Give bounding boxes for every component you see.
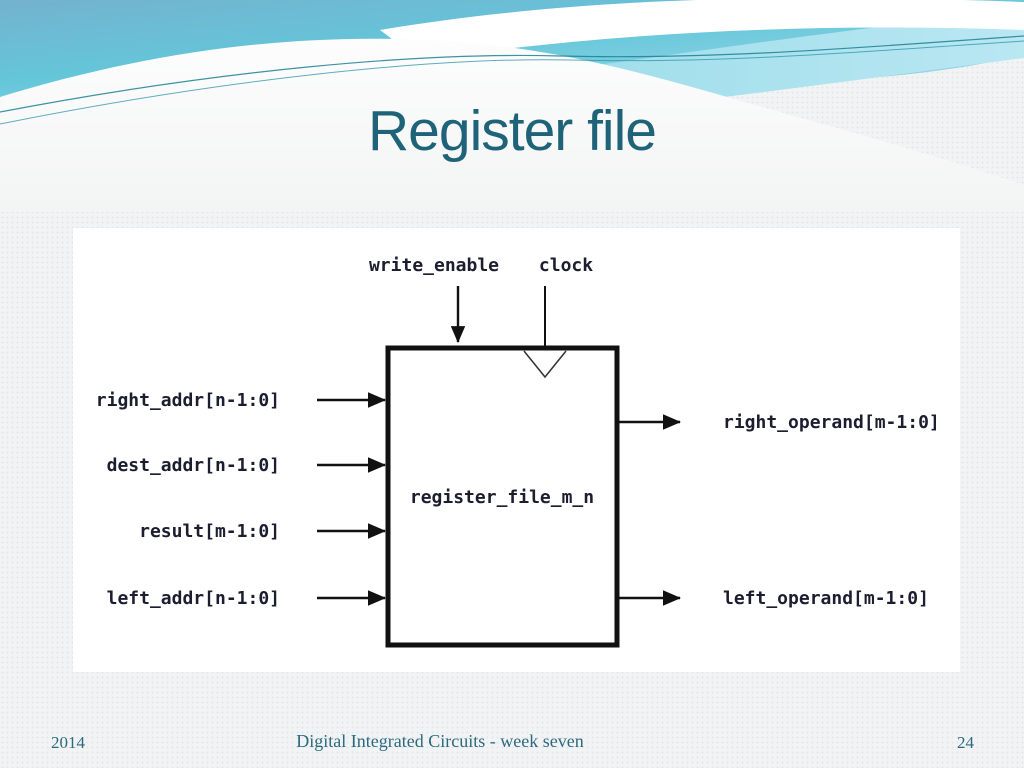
label-left-addr: left_addr[n-1:0]: [107, 588, 280, 609]
diagram-panel: write_enable clock right_addr[n-1:0] des…: [73, 228, 960, 672]
wave-white-stripe: [380, 0, 1024, 60]
footer-year: 2014: [51, 733, 85, 752]
footer-course-title: Digital Integrated Circuits - week seven: [296, 731, 584, 751]
label-right-addr: right_addr[n-1:0]: [96, 390, 280, 411]
label-right-operand: right_operand[m-1:0]: [723, 412, 940, 433]
label-left-operand: left_operand[m-1:0]: [723, 588, 929, 609]
clock-edge-triangle-icon: [523, 350, 567, 379]
register-file-diagram: write_enable clock right_addr[n-1:0] des…: [96, 255, 940, 648]
header-wave-decoration: [0, 0, 1024, 212]
wave-thin-line-2: [0, 40, 1024, 125]
label-dest-addr: dest_addr[n-1:0]: [107, 455, 280, 476]
label-clock: clock: [539, 255, 593, 276]
label-write-enable: write_enable: [369, 255, 499, 276]
wave-white-dome: [0, 38, 1024, 212]
wave-thin-line-1: [0, 35, 1024, 113]
label-result: result[m-1:0]: [139, 521, 280, 542]
label-block-name: register_file_m_n: [410, 487, 594, 508]
slide-title: Register file: [368, 99, 657, 163]
footer-page-number: 24: [957, 733, 974, 752]
register-file-block: [385, 345, 620, 648]
